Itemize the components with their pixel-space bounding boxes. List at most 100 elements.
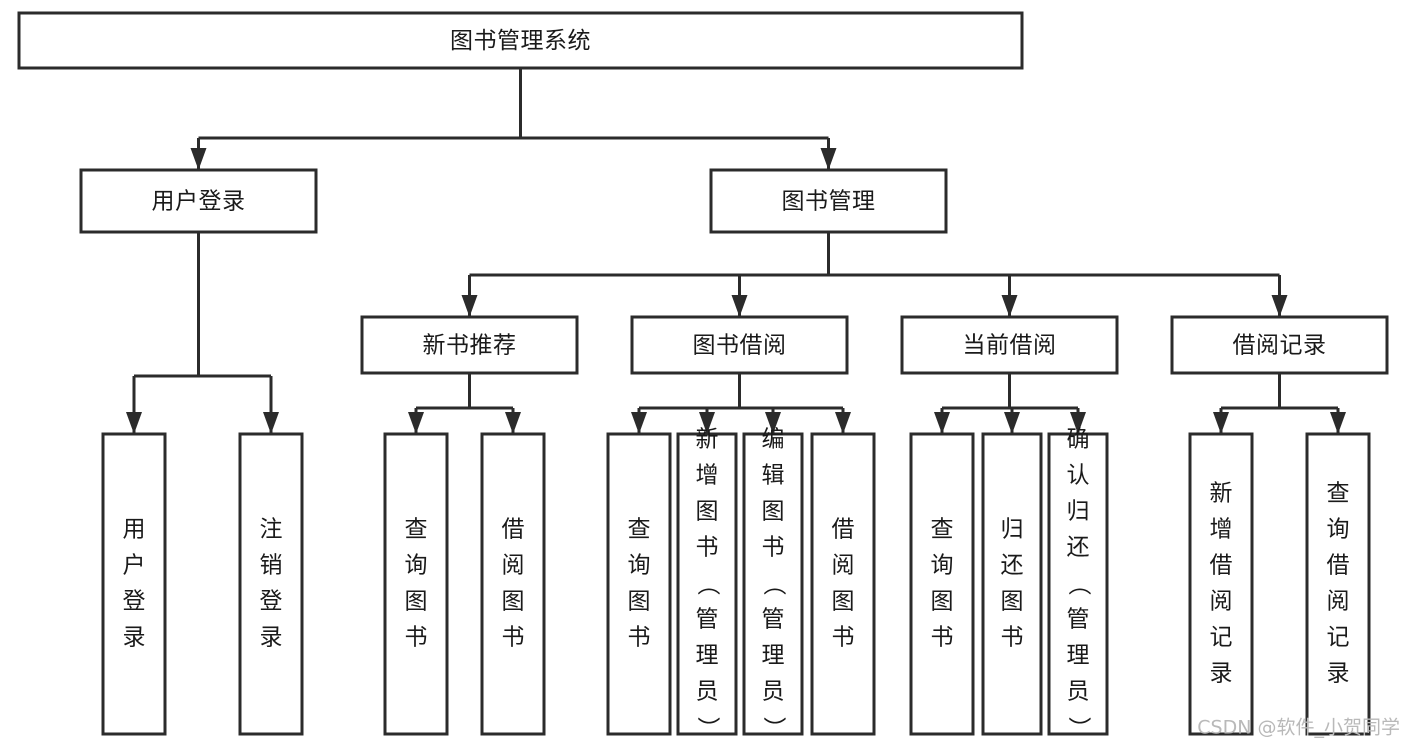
- node-label-char-l-new-1-2: 图: [405, 589, 428, 615]
- node-root[interactable]: 图书管理系统: [17, 11, 1024, 70]
- node-box-l-rec-2[interactable]: [1305, 432, 1371, 736]
- node-label-root: 图书管理系统: [450, 28, 591, 54]
- node-box-l-bor-1[interactable]: [606, 432, 672, 736]
- arrow-head-l-bor-2: [699, 412, 715, 434]
- node-label-char-l-bor-2-3: 书: [696, 535, 719, 561]
- node-box-l-login-1[interactable]: [101, 432, 167, 736]
- node-label-char-l-rec-2-4: 记: [1327, 625, 1350, 651]
- node-box-l-cur-3[interactable]: [1047, 432, 1109, 736]
- node-label-char-l-rec-2-3: 阅: [1327, 589, 1350, 615]
- node-label-char-l-cur-2-1: 还: [1001, 553, 1024, 579]
- node-label-char-l-rec-2-1: 询: [1327, 517, 1350, 543]
- arrow-head-l-new-2: [505, 412, 521, 434]
- node-box-n-borrow[interactable]: [630, 315, 849, 375]
- node-label-char-l-bor-3-3: 书: [762, 535, 785, 561]
- node-label-char-l-rec-2-0: 查: [1327, 481, 1350, 507]
- node-label-char-l-rec-2-2: 借: [1327, 553, 1350, 579]
- arrow-head-n-record: [1271, 295, 1288, 317]
- node-l-login-1[interactable]: 用户登录: [101, 432, 167, 736]
- node-box-n-bookmgmt[interactable]: [709, 168, 948, 234]
- arrow-head-l-login-1: [126, 412, 142, 434]
- node-label-n-borrow: 图书借阅: [693, 333, 787, 359]
- arrow-head-l-bor-3: [765, 412, 781, 434]
- node-label-char-l-login-1-3: 录: [123, 625, 146, 651]
- node-label-char-l-bor-1-0: 查: [628, 517, 651, 543]
- node-label-char-l-login-2-3: 录: [260, 625, 283, 651]
- arrow-head-n-borrow: [731, 295, 748, 317]
- node-box-l-new-2[interactable]: [480, 432, 546, 736]
- node-label-char-l-rec-1-3: 阅: [1210, 589, 1233, 615]
- node-label-char-l-bor-3-2: 图: [762, 499, 785, 525]
- node-label-char-l-rec-2-5: 录: [1327, 661, 1350, 687]
- node-label-char-l-bor-4-1: 阅: [832, 553, 855, 579]
- node-label-char-l-cur-2-3: 书: [1001, 625, 1024, 651]
- node-box-l-rec-1[interactable]: [1188, 432, 1254, 736]
- node-label-char-l-cur-1-0: 查: [931, 517, 954, 543]
- node-label-char-l-login-2-1: 销: [260, 553, 283, 579]
- node-label-char-l-cur-3-8: ）: [1066, 717, 1092, 740]
- node-box-l-cur-1[interactable]: [909, 432, 975, 736]
- node-box-n-record[interactable]: [1170, 315, 1389, 375]
- node-box-l-bor-2[interactable]: [676, 432, 738, 736]
- node-label-char-l-new-1-3: 书: [405, 625, 428, 651]
- node-n-borrow[interactable]: 图书借阅: [630, 315, 849, 375]
- node-label-char-l-new-1-0: 查: [405, 517, 428, 543]
- node-label-char-l-rec-1-4: 记: [1210, 625, 1233, 651]
- node-label-char-l-bor-3-8: ）: [761, 717, 787, 740]
- node-box-l-login-2[interactable]: [238, 432, 304, 736]
- node-label-char-l-bor-2-4: （: [695, 573, 721, 596]
- node-label-char-l-cur-3-6: 理: [1067, 643, 1090, 669]
- arrow-head-l-rec-2: [1330, 412, 1346, 434]
- arrow-head-l-cur-2: [1004, 412, 1020, 434]
- node-label-char-l-rec-1-1: 增: [1210, 517, 1233, 543]
- node-label-char-l-rec-1-5: 录: [1210, 661, 1233, 687]
- node-label-char-l-login-1-2: 登: [123, 589, 146, 615]
- node-label-char-l-bor-3-6: 理: [762, 643, 785, 669]
- arrow-head-n-login: [190, 148, 207, 170]
- node-label-char-l-cur-3-7: 员: [1067, 679, 1090, 705]
- node-n-login[interactable]: 用户登录: [79, 168, 318, 234]
- node-label-char-l-new-1-1: 询: [405, 553, 428, 579]
- node-label-char-l-bor-2-0: 新: [696, 427, 719, 453]
- node-box-l-bor-4[interactable]: [810, 432, 876, 736]
- node-label-n-login: 用户登录: [152, 189, 246, 215]
- node-box-l-bor-3[interactable]: [742, 432, 804, 736]
- node-layer: 图书管理系统用户登录图书管理新书推荐图书借阅当前借阅借阅记录用户登录注销登录查询…: [17, 11, 1389, 740]
- node-box-l-cur-2[interactable]: [981, 432, 1043, 736]
- node-label-char-l-bor-1-3: 书: [628, 625, 651, 651]
- node-box-n-current[interactable]: [900, 315, 1119, 375]
- node-label-char-l-bor-1-1: 询: [628, 553, 651, 579]
- node-n-current[interactable]: 当前借阅: [900, 315, 1119, 375]
- node-label-char-l-cur-2-0: 归: [1001, 517, 1024, 543]
- node-label-char-l-cur-1-1: 询: [931, 553, 954, 579]
- node-box-l-new-1[interactable]: [383, 432, 449, 736]
- node-box-n-login[interactable]: [79, 168, 318, 234]
- node-n-record[interactable]: 借阅记录: [1170, 315, 1389, 375]
- node-n-newbook[interactable]: 新书推荐: [360, 315, 579, 375]
- node-label-char-l-cur-2-2: 图: [1001, 589, 1024, 615]
- arrow-head-l-cur-1: [934, 412, 950, 434]
- node-box-root[interactable]: [17, 11, 1024, 70]
- node-box-n-newbook[interactable]: [360, 315, 579, 375]
- node-label-n-record: 借阅记录: [1233, 333, 1327, 359]
- node-label-char-l-cur-3-5: 管: [1067, 607, 1090, 633]
- node-label-char-l-rec-1-0: 新: [1210, 481, 1233, 507]
- node-label-char-l-bor-2-1: 增: [696, 463, 719, 489]
- node-label-char-l-login-2-2: 登: [260, 589, 283, 615]
- node-label-char-l-bor-2-6: 理: [696, 643, 719, 669]
- node-label-char-l-login-2-0: 注: [260, 517, 283, 543]
- node-n-bookmgmt[interactable]: 图书管理: [709, 168, 948, 234]
